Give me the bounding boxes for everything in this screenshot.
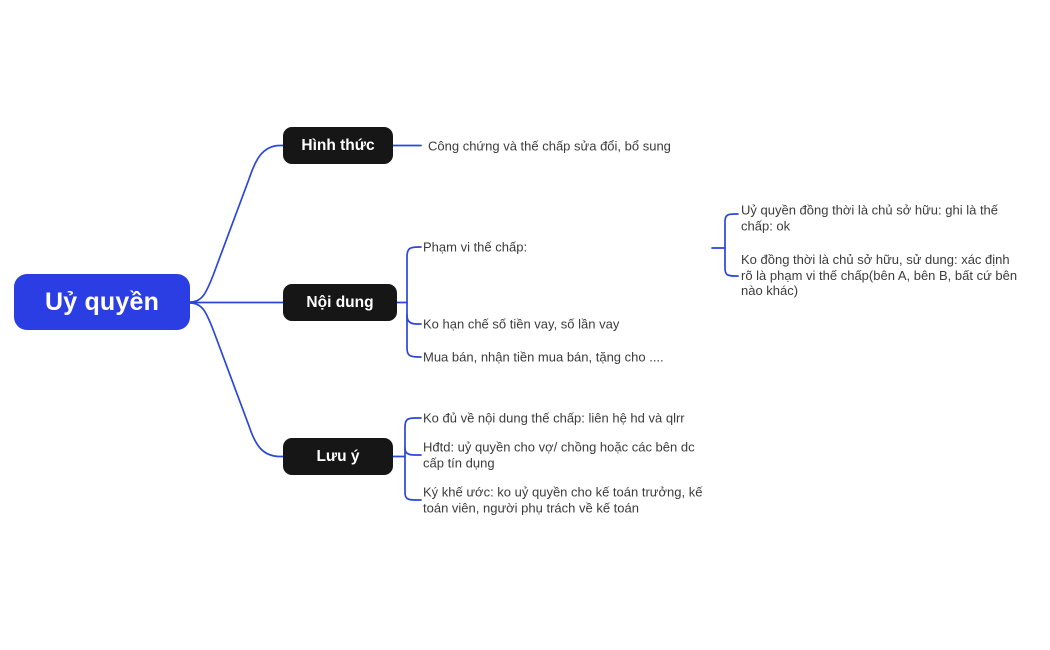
leaf-uy-quyen-dong-thoi[interactable]: Uỷ quyền đồng thời là chủ sở hữu: ghi là… <box>741 202 999 234</box>
root-node-label: Uỷ quyền <box>44 287 160 316</box>
leaf-ko-dong-thoi[interactable]: Ko đồng thời là chủ sở hữu, sử dung: xác… <box>741 251 1018 298</box>
leaf-hdtd[interactable]: Hđtd: uỷ quyền cho vợ/ chồng hoặc các bê… <box>423 439 695 471</box>
leaf-ko-han-che[interactable]: Ko hạn chế số tiền vay, số lần vay <box>423 316 620 332</box>
leaf-cong-chung[interactable]: Công chứng và thế chấp sửa đổi, bổ sung <box>428 138 671 154</box>
leaf-mua-ban[interactable]: Mua bán, nhận tiền mua bán, tặng cho ...… <box>423 349 664 365</box>
branch-node-noi-dung[interactable]: Nội dung <box>283 284 397 321</box>
connector-luu-y-bottom <box>404 455 422 501</box>
branch-node-noi-dung-label: Nội dung <box>306 293 374 311</box>
leaf-pham-vi-the-chap[interactable]: Phạm vi thế chấp: <box>423 239 528 255</box>
connector-pham-vi-top <box>724 213 739 249</box>
connector-luu-y-mid <box>404 447 422 456</box>
branch-node-luu-y[interactable]: Lưu ý <box>283 438 393 475</box>
connector-pham-vi-bottom <box>724 247 739 277</box>
connector-root-luu-y <box>189 302 284 458</box>
connector-luu-y-top <box>404 417 422 458</box>
branch-node-luu-y-label: Lưu ý <box>316 447 360 465</box>
branch-node-hinh-thuc-label: Hình thức <box>301 136 375 154</box>
branch-node-hinh-thuc[interactable]: Hình thức <box>283 127 393 164</box>
leaf-ko-du-noi-dung[interactable]: Ko đủ về nội dung thế chấp: liên hệ hd v… <box>423 410 685 426</box>
connector-noi-dung-mid <box>406 314 422 325</box>
root-node-uy-quyen[interactable]: Uỷ quyền <box>14 274 190 330</box>
connector-noi-dung-top <box>406 246 422 304</box>
leaf-ky-khe-uoc[interactable]: Ký khế ước: ko uỷ quyền cho kế toán trưở… <box>423 484 703 516</box>
connector-noi-dung-bottom <box>406 301 422 358</box>
connector-root-hinh-thuc <box>189 144 284 303</box>
